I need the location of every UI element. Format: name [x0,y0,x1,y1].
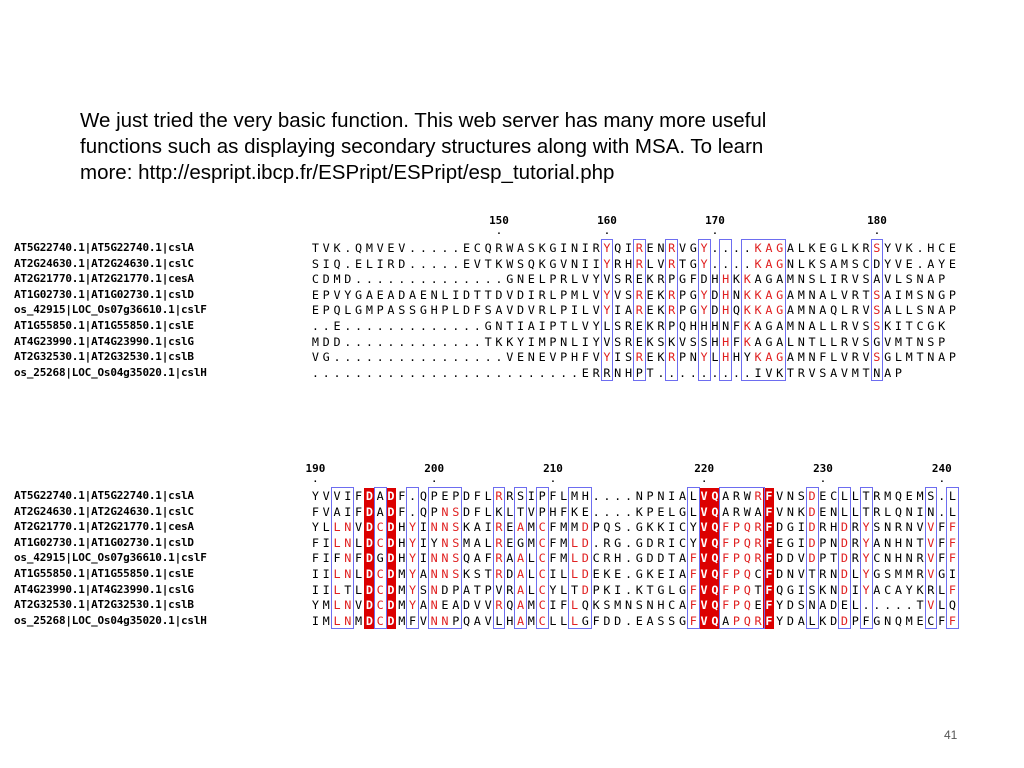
ruler-tick-mark: . [712,227,718,237]
ruler-tick-label: 230 [813,462,833,475]
alignment-row: AT1G55850.1|AT1G55850.1|cslE ..E.........… [0,318,1024,334]
sequence-name: AT2G21770.1|AT2G21770.1|cesA [14,520,194,534]
ruler-tick-mark: . [820,475,826,485]
ruler-tick-label: 240 [931,462,952,475]
intro-line-2: functions such as displaying secondary s… [80,135,764,158]
sequence-name: AT5G22740.1|AT5G22740.1|cslA [14,241,194,254]
ruler-tick-mark: . [874,227,880,237]
sequence-name: AT2G21770.1|AT2G21770.1|cesA [14,272,194,286]
ruler-tick-label: 210 [543,462,563,475]
sequence-name: AT2G24630.1|AT2G24630.1|cslC [14,504,194,518]
ruler-tick-label: 190 [305,462,326,475]
sequence-name: AT4G23990.1|AT4G23990.1|cslG [14,334,194,348]
ruler-tick-label: 180 [867,214,887,227]
sequence-name: AT1G55850.1|AT1G55850.1|cslE [14,567,194,580]
sequence-name: AT1G02730.1|AT1G02730.1|cslD [14,535,194,549]
page-number: 41 [944,728,958,742]
intro-line-3: more: http://espript.ibcp.fr/ESPript/ESP… [80,161,615,184]
alignment-row: os_25268|LOC_Os04g35020.1|cslH..........… [0,365,1024,381]
ruler-tick-mark: . [701,475,707,485]
sequence-name: AT2G24630.1|AT2G24630.1|cslC [14,256,194,270]
ruler-tick-mark: . [550,475,556,485]
ruler-tick-mark: . [496,227,502,237]
ruler-tick-mark: . [604,227,610,237]
sequence-name: os_25268|LOC_Os04g35020.1|cslH [14,365,207,379]
sequence-name: AT1G02730.1|AT1G02730.1|cslD [14,287,194,301]
sequence-name: os_42915|LOC_Os07g36610.1|cslF [14,303,207,317]
sequence-name: AT2G32530.1|AT2G32530.1|cslB [14,350,194,364]
intro-line-1: We just tried the very basic function. T… [80,109,767,132]
intro-text: We just tried the very basic function. T… [80,108,900,186]
ruler-tick-label: 170 [705,214,725,227]
ruler-tick-label: 220 [694,462,715,475]
ruler-tick-label: 160 [597,214,617,227]
ruler-tick-label: 150 [489,214,509,227]
ruler-tick-label: 200 [424,462,445,475]
ruler-tick-mark: . [312,475,319,485]
sequence-name: os_25268|LOC_Os04g35020.1|cslH [14,613,207,627]
sequence-name: AT2G32530.1|AT2G32530.1|cslB [14,598,194,612]
sequence-name: os_42915|LOC_Os07g36610.1|cslF [14,551,207,565]
sequence-name: AT1G55850.1|AT1G55850.1|cslE [14,319,194,332]
ruler-tick-mark: . [939,475,945,485]
sequence-name: AT5G22740.1|AT5G22740.1|cslA [14,489,194,502]
sequence-name: AT4G23990.1|AT4G23990.1|cslG [14,582,194,596]
ruler-tick-mark: . [431,475,437,485]
